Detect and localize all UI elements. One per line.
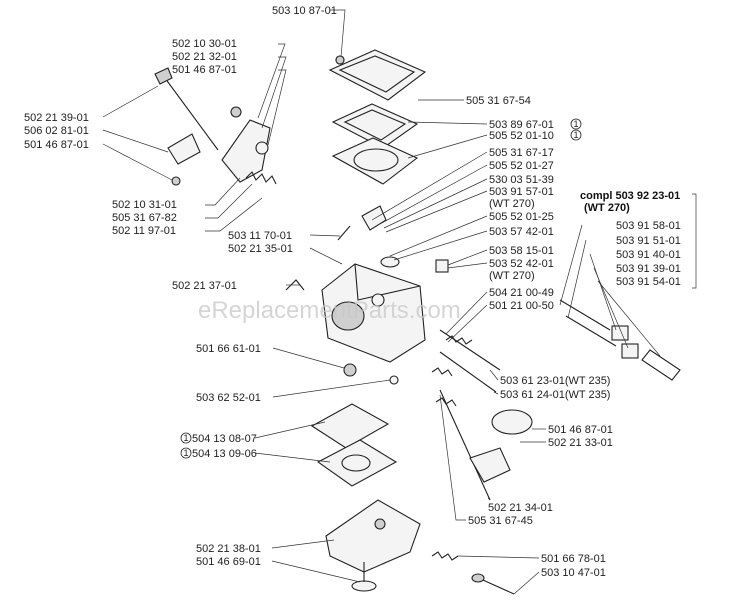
metering-gasket (316, 439, 398, 487)
label-502-21-32-01: 502 21 32-01 (172, 51, 237, 63)
cover-screw (351, 562, 377, 592)
label-503-91-40-01: 503 91 40-01 (616, 249, 681, 261)
label-506-02-81-01: 506 02 81-01 (24, 125, 89, 137)
filter-screen (380, 256, 400, 268)
label-505-52-01-27: 505 52 01-27 (489, 160, 554, 172)
pump-gasket (331, 137, 419, 185)
metering-cover (325, 499, 421, 573)
label-502-21-34-01: 502 21 34-01 (488, 502, 553, 514)
footnote-number-1c: 1 (184, 433, 189, 443)
label-wt270-b: (WT 270) (489, 270, 535, 282)
label-503-61-24-01: 503 61 24-01(WT 235) (500, 389, 610, 401)
label-504-13-08-07: 504 13 08-07 (192, 433, 257, 445)
label-501-66-61-01: 501 66 61-01 (196, 343, 261, 355)
label-503-58-15-01: 503 58 15-01 (489, 245, 554, 257)
part-number-labels: 503 10 87-01 502 10 30-01 502 21 32-01 5… (24, 5, 681, 579)
footnote-circle-1c (180, 432, 192, 444)
label-502-11-97-01: 502 11 97-01 (112, 225, 176, 237)
top-screw (335, 55, 345, 65)
label-503-10-47-01: 503 10 47-01 (541, 567, 606, 579)
watermark-text: eReplacementParts.com (198, 297, 461, 324)
label-501-46-87-01-left: 501 46 87-01 (24, 139, 89, 151)
label-501-21-00-50: 501 21 00-50 (489, 300, 554, 312)
leader-lines (102, 9, 697, 595)
footnote-number-1b: 1 (574, 130, 579, 140)
choke-valve-plate (491, 409, 533, 435)
choke-spring (435, 397, 457, 407)
label-503-62-52-01: 503 62 52-01 (196, 392, 261, 404)
body-screw (389, 375, 399, 385)
choke-shaft (439, 389, 511, 501)
label-505-31-67-45: 505 31 67-45 (468, 515, 533, 527)
throttle-lever (221, 106, 271, 183)
footnote-number-1d: 1 (184, 448, 189, 458)
footnote-circle-1a (570, 118, 582, 130)
lever-spring (245, 171, 277, 185)
label-503-61-23-01: 503 61 23-01(WT 235) (500, 375, 610, 387)
label-503-52-42-01: 503 52 42-01 (489, 258, 554, 270)
label-503-11-70-01: 503 11 70-01 (228, 230, 292, 242)
label-502-10-30-01: 502 10 30-01 (172, 38, 237, 50)
footnote-circle-1d (180, 447, 192, 459)
label-wt270-a: (WT 270) (489, 198, 535, 210)
kit-note: (WT 270) (584, 202, 630, 214)
label-503-91-58-01: 503 91 58-01 (616, 220, 681, 232)
kit-needle-assembly (559, 299, 681, 381)
label-503-57-42-01: 503 57 42-01 (489, 226, 554, 238)
metering-spring (431, 367, 453, 377)
footnote-number-1a: 1 (574, 119, 579, 129)
label-503-10-87-01: 503 10 87-01 (272, 5, 337, 17)
welch-plug (343, 363, 357, 377)
kit-title: compl 503 92 23-01 (580, 190, 680, 202)
metering-diaphragm (310, 403, 390, 449)
label-501-46-69-01: 501 46 69-01 (196, 556, 261, 568)
label-502-21-39-01: 502 21 39-01 (24, 112, 89, 124)
label-501-46-87-01-top: 501 46 87-01 (172, 64, 237, 76)
label-502-21-37-01: 502 21 37-01 (172, 280, 237, 292)
carburetor-body (321, 263, 426, 363)
label-502-10-31-01: 502 10 31-01 (112, 199, 177, 211)
label-504-21-00-49: 504 21 00-49 (489, 287, 554, 299)
label-505-31-67-82: 505 31 67-82 (112, 212, 177, 224)
label-501-46-87-01-right: 501 46 87-01 (548, 424, 613, 436)
small-screw-left (171, 176, 181, 186)
label-505-52-01-10: 505 52 01-10 (489, 130, 554, 142)
label-505-52-01-25: 505 52 01-25 (489, 211, 554, 223)
label-505-31-67-54: 505 31 67-54 (466, 95, 531, 107)
fuel-inlet-nipple (361, 205, 387, 231)
pump-diaphragm (331, 103, 419, 149)
footnote-circle-1b (570, 129, 582, 141)
label-530-03-51-39: 530 03 51-39 (489, 174, 554, 186)
label-503-89-67-01: 503 89 67-01 (489, 119, 554, 131)
label-503-91-51-01: 503 91 51-01 (616, 235, 681, 247)
throttle-valve-plate (167, 133, 201, 165)
label-503-91-57-01: 503 91 57-01 (489, 186, 554, 198)
plug (435, 259, 449, 273)
label-502-21-35-01: 502 21 35-01 (228, 243, 293, 255)
adjusting-needles (439, 329, 501, 393)
high-speed-spring (431, 551, 459, 561)
label-503-91-54-01: 503 91 54-01 (616, 276, 681, 288)
throttle-shaft (154, 67, 219, 151)
high-speed-needle (471, 573, 515, 595)
choke-lever (285, 279, 305, 291)
label-503-91-39-01: 503 91 39-01 (616, 263, 681, 275)
top-cover-plate (328, 49, 427, 101)
label-502-21-33-01: 502 21 33-01 (548, 437, 613, 449)
label-504-13-09-06: 504 13 09-06 (192, 448, 257, 460)
idle-screw (337, 225, 351, 241)
label-505-31-67-17: 505 31 67-17 (489, 147, 554, 159)
label-501-66-78-01: 501 66 78-01 (541, 553, 606, 565)
label-502-21-38-01: 502 21 38-01 (196, 543, 261, 555)
